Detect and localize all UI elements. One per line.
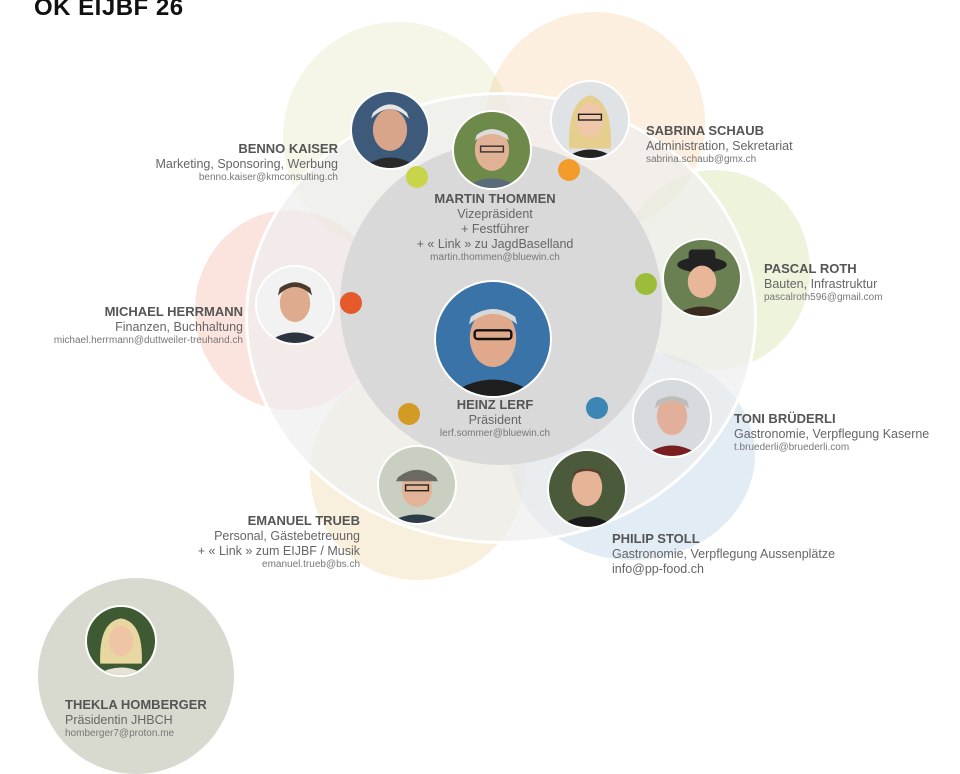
photo-pascal: [662, 238, 742, 318]
email-heinz: lerf.sommer@bluewin.ch: [439, 427, 551, 439]
name-emanuel: EMANUEL TRUEB: [247, 513, 360, 528]
label-michael: MICHAEL HERRMANN Finanzen, Buchhaltung m…: [0, 304, 243, 347]
dot-sabrina: [558, 159, 580, 181]
role-toni: Gastronomie, Verpflegung Kaserne: [734, 426, 930, 441]
role-pascal: Bauten, Infrastruktur: [764, 276, 878, 291]
label-benno: BENNO KAISER Marketing, Sponsoring, Werb…: [38, 141, 338, 184]
email-sabrina: sabrina.schaub@gmx.ch: [646, 153, 757, 165]
role-thekla: Präsidentin JHBCH: [65, 712, 173, 727]
email-pascal: pascalroth596@gmail.com: [764, 291, 883, 303]
role-michael: Finanzen, Buchhaltung: [115, 319, 243, 334]
label-heinz: HEINZ LERF Präsident lerf.sommer@bluewin…: [405, 397, 585, 440]
name-toni: TONI BRÜDERLI: [734, 411, 836, 426]
role-emanuel-1: Personal, Gästebetreuung: [214, 528, 360, 543]
label-sabrina: SABRINA SCHAUB Administration, Sekretari…: [646, 123, 946, 166]
dot-philip: [586, 397, 608, 419]
role-emanuel-2: + « Link » zum EIJBF / Musik: [197, 543, 360, 558]
name-benno: BENNO KAISER: [238, 141, 338, 156]
dot-michael: [340, 292, 362, 314]
role-heinz: Präsident: [468, 412, 522, 427]
dot-emanuel: [398, 403, 420, 425]
name-pascal: PASCAL ROTH: [764, 261, 857, 276]
photo-toni: [632, 378, 712, 458]
photo-martin: [452, 110, 532, 190]
photo-sabrina: [550, 80, 630, 160]
label-thekla: THEKLA HOMBERGER Präsidentin JHBCH hombe…: [65, 697, 235, 740]
email-thekla: homberger7@proton.me: [65, 727, 175, 739]
label-toni: TONI BRÜDERLI Gastronomie, Verpflegung K…: [734, 411, 959, 454]
name-michael: MICHAEL HERRMANN: [104, 304, 243, 319]
email-philip: info@pp-food.ch: [612, 561, 704, 576]
email-emanuel: emanuel.trueb@bs.ch: [262, 558, 360, 570]
photo-thekla: [85, 605, 157, 677]
label-martin: MARTIN THOMMEN Vizepräsident + Festführe…: [370, 191, 620, 264]
role-philip: Gastronomie, Verpflegung Aussenplätze: [612, 546, 836, 561]
dot-pascal: [635, 273, 657, 295]
photo-heinz: [434, 280, 552, 398]
name-philip: PHILIP STOLL: [612, 531, 700, 546]
role-benno: Marketing, Sponsoring, Werbung: [155, 156, 338, 171]
photo-benno: [350, 90, 430, 170]
email-toni: t.bruederli@bruederli.com: [734, 441, 850, 453]
photo-philip: [547, 449, 627, 529]
role-sabrina: Administration, Sekretariat: [646, 138, 793, 153]
label-emanuel: EMANUEL TRUEB Personal, Gästebetreuung +…: [80, 513, 360, 571]
name-thekla: THEKLA HOMBERGER: [65, 697, 207, 712]
role-martin-1: Vizepräsident: [457, 206, 533, 221]
name-heinz: HEINZ LERF: [456, 397, 534, 412]
label-pascal: PASCAL ROTH Bauten, Infrastruktur pascal…: [764, 261, 954, 304]
email-benno: benno.kaiser@kmconsulting.ch: [198, 171, 338, 183]
dot-benno: [406, 166, 428, 188]
role-martin-2: + Festführer: [461, 221, 529, 236]
name-martin: MARTIN THOMMEN: [434, 191, 556, 206]
email-martin: martin.thommen@bluewin.ch: [430, 251, 560, 263]
email-michael: michael.herrmann@duttweiler-treuhand.ch: [53, 334, 243, 346]
photo-emanuel: [377, 445, 457, 525]
page-title: OK EIJBF 26: [34, 0, 184, 21]
label-philip: PHILIP STOLL Gastronomie, Verpflegung Au…: [612, 531, 912, 577]
role-martin-3: + « Link » zu JagdBaselland: [416, 236, 574, 251]
name-sabrina: SABRINA SCHAUB: [646, 123, 764, 138]
photo-michael: [255, 265, 335, 345]
